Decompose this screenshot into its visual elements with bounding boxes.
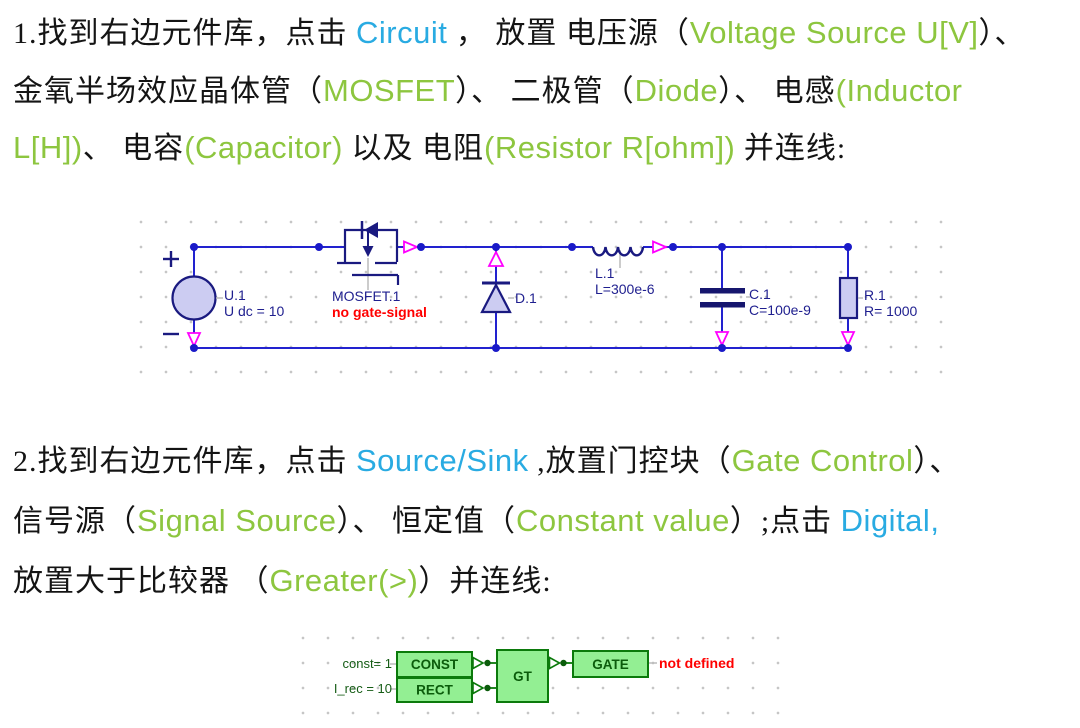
keyword-resistor: (Resistor R[ohm]) [484,130,736,165]
keyword-constant-value: Constant value [516,503,730,538]
keyword-voltage-source: Voltage Source U[V] [689,15,979,50]
plus-terminal-icon [163,251,179,267]
text-segment: ， 放置 电压源（ [447,17,690,50]
instruction-line: 2.找到右边元件库，点击 Source/Sink ,放置门控块（Gate Con… [13,441,960,482]
keyword-diode: Diode [634,73,719,108]
diode-component[interactable]: D.1 [480,281,537,314]
body-diode-icon [364,222,378,238]
rect-value-label: I_rec = 10 [334,681,392,696]
current-direction-arrow-icon [186,240,856,349]
gate-block-label: GATE [592,657,629,672]
inductor-component[interactable]: L.1 L=300e-6 [591,246,655,297]
circuit-schematic: U.1 U dc = 10 MOSFET.1 no gate-signal [163,221,918,352]
inductor-value-label: L=300e-6 [595,281,655,297]
text-segment: 金氧半场效应晶体管（ [13,75,323,108]
const-value-label: const= 1 [342,656,392,671]
voltage-source-component[interactable]: U.1 U dc = 10 [163,251,285,336]
text-segment: ）、 [913,445,961,478]
wire-junction-dots [190,243,852,352]
text-segment: ,放置门控块（ [528,445,732,478]
gate-block[interactable]: GATE [572,650,649,678]
gt-block-label: GT [513,669,533,684]
text-segment: 1.找到右边元件库，点击 [13,17,356,50]
capacitor-value-label: C=100e-9 [749,302,811,318]
keyword-mosfet: MOSFET [323,73,456,108]
instruction-line: 1.找到右边元件库，点击 Circuit ， 放置 电压源（Voltage So… [13,13,1026,54]
mosfet-warning-label: no gate-signal [332,304,427,320]
keyword-greater: Greater(>) [269,563,419,598]
schematic-grid-background [135,208,953,386]
instruction-line: 放置大于比较器 （Greater(>)）并连线: [13,561,552,602]
keyword-signal-source: Signal Source [137,503,337,538]
text-segment: ）;点击 [729,505,841,538]
rect-block-label: RECT [416,683,454,698]
keyword-source-sink: Source/Sink [356,443,529,478]
channel-arrow-icon [362,246,374,257]
keyword-inductor-unit: L[H]) [13,130,83,165]
voltage-source-value-label: U dc = 10 [224,303,285,319]
capacitor-component[interactable]: C.1 C=100e-9 [700,286,811,318]
instruction-line: 信号源（Signal Source）、 恒定值（Constant value）;… [13,501,939,542]
text-segment: 信号源（ [13,505,137,538]
text-segment: ）、 恒定值（ [336,505,517,538]
instruction-line: 金氧半场效应晶体管（MOSFET）、 二极管（Diode）、 电感(Induct… [13,71,963,112]
capacitor-ref-label: C.1 [749,286,771,302]
const-block[interactable]: CONST [396,651,473,678]
resistor-component[interactable]: R.1 R= 1000 [838,276,918,320]
diode-ref-label: D.1 [515,290,537,306]
resistor-ref-label: R.1 [864,287,886,303]
gate-terminal [337,261,400,285]
resistor-value-label: R= 1000 [864,303,918,319]
gt-block[interactable]: GT [496,649,549,703]
voltage-source-ref-label: U.1 [224,287,246,303]
keyword-capacitor: (Capacitor) [184,130,344,165]
text-segment: 2.找到右边元件库，点击 [13,445,356,478]
logic-wires[interactable] [490,662,573,689]
text-segment: ）并连线: [418,565,552,598]
text-segment: ）、 二极管（ [455,75,635,108]
text-segment: 并连线: [735,132,847,165]
keyword-digital: Digital, [840,503,940,538]
rect-block[interactable]: RECT [396,677,473,703]
text-segment: 放置大于比较器 （ [13,565,270,598]
instruction-line: L[H])、 电容(Capacitor) 以及 电阻(Resistor R[oh… [13,128,846,169]
keyword-gate-control: Gate Control [731,443,914,478]
inductor-ref-label: L.1 [595,265,615,281]
gate-status-label: not defined [659,655,734,671]
const-block-label: CONST [411,657,459,672]
text-segment: ）、 [978,17,1026,50]
text-segment: ）、 电感 [718,75,836,108]
logic-diagram: CONST RECT GT GATE const= 1 I_rec = 10 n… [334,649,734,703]
mosfet-component[interactable]: MOSFET.1 no gate-signal [332,221,427,320]
keyword-circuit: Circuit [356,15,448,50]
label-tick-lines [390,662,657,690]
mosfet-ref-label: MOSFET.1 [332,288,401,304]
text-segment: 、 电容 [82,132,185,165]
keyword-inductor: (Inductor [835,73,963,108]
text-segment: 以及 电阻 [343,132,485,165]
